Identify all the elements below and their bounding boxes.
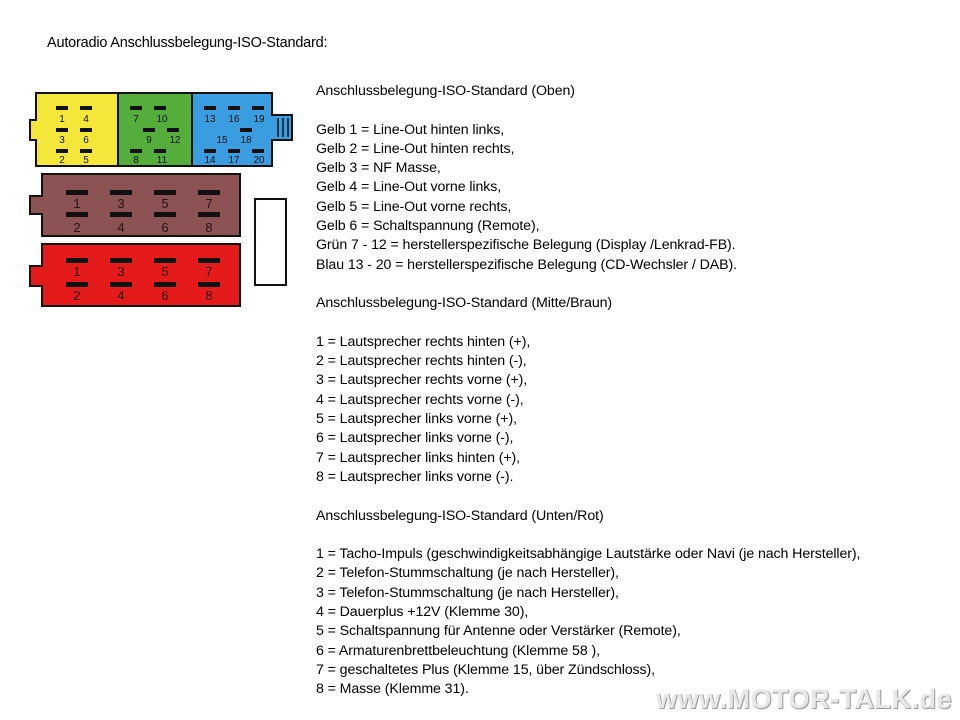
pin-label: 6 <box>83 135 89 146</box>
pin-description: 1 = Lautsprecher rechts hinten (+), <box>316 333 531 350</box>
pin-description: 6 = Armaturenbrettbeleuchtung (Klemme 58… <box>316 642 600 659</box>
pin-label: 7 <box>133 114 139 125</box>
pin-description: 5 = Schaltspannung für Antenne oder Vers… <box>316 623 681 640</box>
pin-description: Gelb 5 = Line-Out vorne rechts, <box>316 198 512 215</box>
pin-description: 8 = Masse (Klemme 31). <box>316 681 469 698</box>
pin-label: 19 <box>253 114 265 125</box>
pin-label: 9 <box>146 135 152 146</box>
watermark: www.MOTOR-TALK.de <box>656 684 952 714</box>
pin-label: 8 <box>205 220 212 235</box>
pin-description: Gelb 1 = Line-Out hinten links, <box>316 121 505 138</box>
iso-connector-diagram: 1 4 3 6 2 5 7 10 9 12 8 11 13 16 19 15 1… <box>29 92 293 307</box>
pin-label: 18 <box>240 135 252 146</box>
pin-label: 4 <box>83 114 89 125</box>
connector-clip <box>254 198 287 286</box>
pin-description: 6 = Lautsprecher links vorne (-), <box>316 430 514 447</box>
brown-connector-section <box>29 173 241 237</box>
pin-label: 10 <box>156 114 168 125</box>
pin-label: 2 <box>59 155 65 166</box>
pin-label: 3 <box>117 264 124 279</box>
pin-label: 1 <box>73 196 80 211</box>
pin-label: 2 <box>73 288 80 303</box>
pin-label: 11 <box>157 155 168 166</box>
pin-label: 6 <box>161 220 168 235</box>
pin-label: 4 <box>117 288 124 303</box>
pin-description: Gelb 4 = Line-Out vorne links, <box>316 179 502 196</box>
pin-description: 2 = Lautsprecher rechts hinten (-), <box>316 353 527 370</box>
pin-label: 14 <box>204 155 216 166</box>
pin-label: 16 <box>228 114 240 125</box>
pin-description: 7 = Lautsprecher links hinten (+), <box>316 449 521 466</box>
pin-description: 4 = Dauerplus +12V (Klemme 30), <box>316 604 529 621</box>
pin-description: Grün 7 - 12 = herstellerspezifische Bele… <box>316 237 736 254</box>
pin-label: 1 <box>73 264 80 279</box>
pin-label: 13 <box>204 114 216 125</box>
pin-label: 5 <box>161 196 168 211</box>
pin-label: 2 <box>73 220 80 235</box>
pin-description: Gelb 6 = Schaltspannung (Remote), <box>316 218 540 235</box>
pin-label: 20 <box>253 155 265 166</box>
pin-label: 8 <box>205 288 212 303</box>
pin-description: 3 = Telefon-Stummschaltung (je nach Hers… <box>316 584 619 601</box>
pin-label: 4 <box>117 220 124 235</box>
pin-label: 1 <box>59 114 65 125</box>
pin-label: 12 <box>169 135 181 146</box>
pin-description: Gelb 2 = Line-Out hinten rechts, <box>316 140 515 157</box>
section-heading-top: Anschlussbelegung-ISO-Standard (Oben) <box>316 83 575 99</box>
section-heading-bottom: Anschlussbelegung-ISO-Standard (Unten/Ro… <box>316 507 604 524</box>
pin-assignment-text: Anschlussbelegung-ISO-Standard (Oben) Ge… <box>316 82 860 700</box>
pin-label: 8 <box>133 155 139 166</box>
pin-description: Blau 13 - 20 = herstellerspezifische Bel… <box>316 256 737 273</box>
pin-label: 3 <box>117 196 124 211</box>
pin-label: 7 <box>205 196 212 211</box>
pin-description: Gelb 3 = NF Masse, <box>316 160 441 177</box>
pin-description: 7 = geschaltetes Plus (Klemme 15, über Z… <box>316 661 656 678</box>
section-heading-middle: Anschlussbelegung-ISO-Standard (Mitte/Br… <box>316 295 613 312</box>
pin-description: 3 = Lautsprecher rechts vorne (+), <box>316 372 528 389</box>
pin-label: 5 <box>161 264 168 279</box>
pin-label: 7 <box>205 264 212 279</box>
yellow-connector-section <box>29 92 119 167</box>
page-title: Autoradio Anschlussbelegung-ISO-Standard… <box>47 35 328 51</box>
pin-description: 1 = Tacho-Impuls (geschwindigkeitsabhäng… <box>316 546 861 563</box>
pin-slots <box>56 106 264 287</box>
pin-description: 2 = Telefon-Stummschaltung (je nach Hers… <box>316 565 619 582</box>
pin-label: 5 <box>83 155 89 166</box>
pin-label: 15 <box>216 135 228 146</box>
pin-description: 5 = Lautsprecher links vorne (+), <box>316 411 517 428</box>
pin-description: 8 = Lautsprecher links vorne (-). <box>316 468 514 485</box>
pin-label: 3 <box>59 135 65 146</box>
pin-label: 17 <box>228 155 240 166</box>
pin-label: 6 <box>161 288 168 303</box>
pin-description: 4 = Lautsprecher rechts vorne (-), <box>316 391 524 408</box>
